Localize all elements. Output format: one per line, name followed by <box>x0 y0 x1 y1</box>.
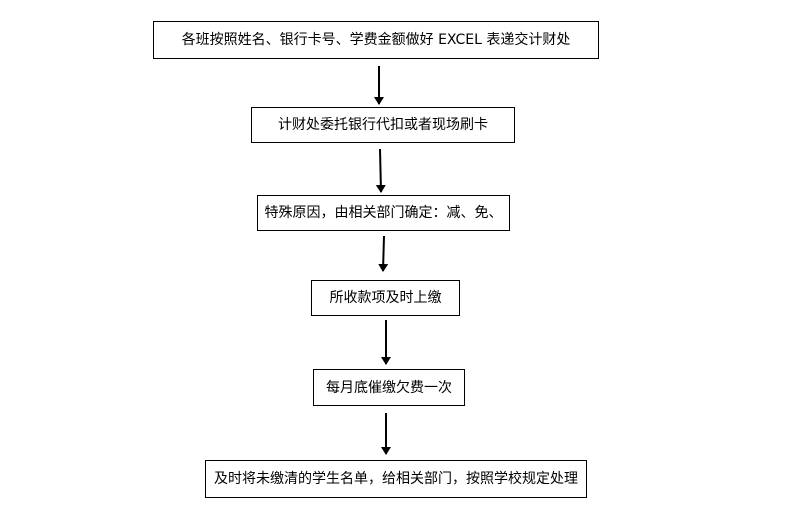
step-label: 计财处委托银行代扣或者现场刷卡 <box>278 117 488 133</box>
step-label: 各班按照姓名、银行卡号、学费金额做好 EXCEL 表递交计财处 <box>181 32 571 48</box>
step-box-report-unpaid-list: 及时将未缴清的学生名单，给相关部门，按照学校规定处理 <box>205 460 587 498</box>
step-box-remit-payments: 所收款项及时上缴 <box>311 280 460 316</box>
arrow-2-to-3 <box>375 148 386 193</box>
step-label: 特殊原因，由相关部门确定：减、免、 <box>264 205 503 221</box>
arrow-3-to-4 <box>378 235 389 272</box>
step-label: 所收款项及时上缴 <box>329 290 442 306</box>
step-label: 及时将未缴清的学生名单，给相关部门，按照学校规定处理 <box>214 471 578 487</box>
step-box-submit-excel: 各班按照姓名、银行卡号、学费金额做好 EXCEL 表递交计财处 <box>153 21 599 59</box>
step-box-monthly-reminder: 每月底催缴欠费一次 <box>313 369 465 406</box>
step-label: 每月底催缴欠费一次 <box>326 379 452 396</box>
step-box-bank-deduction: 计财处委托银行代扣或者现场刷卡 <box>251 107 515 143</box>
step-box-special-reduction: 特殊原因，由相关部门确定：减、免、 <box>257 195 510 231</box>
